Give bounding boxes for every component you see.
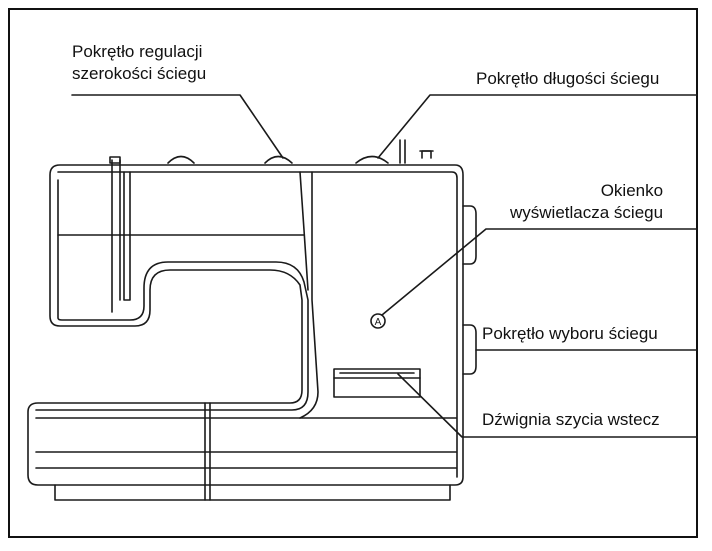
leader-display	[381, 228, 698, 316]
marker-a-text: A	[375, 317, 382, 328]
diagram-frame	[8, 8, 698, 538]
selector-dial	[462, 324, 477, 375]
label-stitch-width-line1: Pokrętło regulacji	[72, 42, 203, 61]
label-stitch-display-window: Okienko wyświetlacza ściegu	[510, 180, 663, 224]
label-stitch-length-dial: Pokrętło długości ściegu	[476, 69, 660, 88]
label-stitch-selector-dial: Pokrętło wyboru ściegu	[482, 324, 658, 343]
marker-a-circle	[370, 313, 386, 329]
leader-width	[71, 94, 284, 159]
reverse-lever	[333, 368, 421, 398]
label-stitch-width-line2: szerokości ściegu	[72, 64, 207, 83]
width-dial	[167, 155, 195, 164]
label-stitch-width-dial: Pokrętło regulacji szerokości ściegu	[72, 41, 206, 85]
label-display-line2: wyświetlacza ściegu	[510, 203, 664, 222]
label-display-line1: Okienko	[600, 181, 664, 200]
length-dial	[355, 155, 389, 164]
leader-reverse	[397, 373, 698, 438]
width-dial-2	[264, 155, 293, 164]
label-reverse-lever: Dźwignia szycia wstecz	[482, 410, 660, 429]
leader-length	[377, 94, 698, 159]
selector-dial-upper	[462, 205, 477, 265]
machine-body	[27, 164, 464, 486]
